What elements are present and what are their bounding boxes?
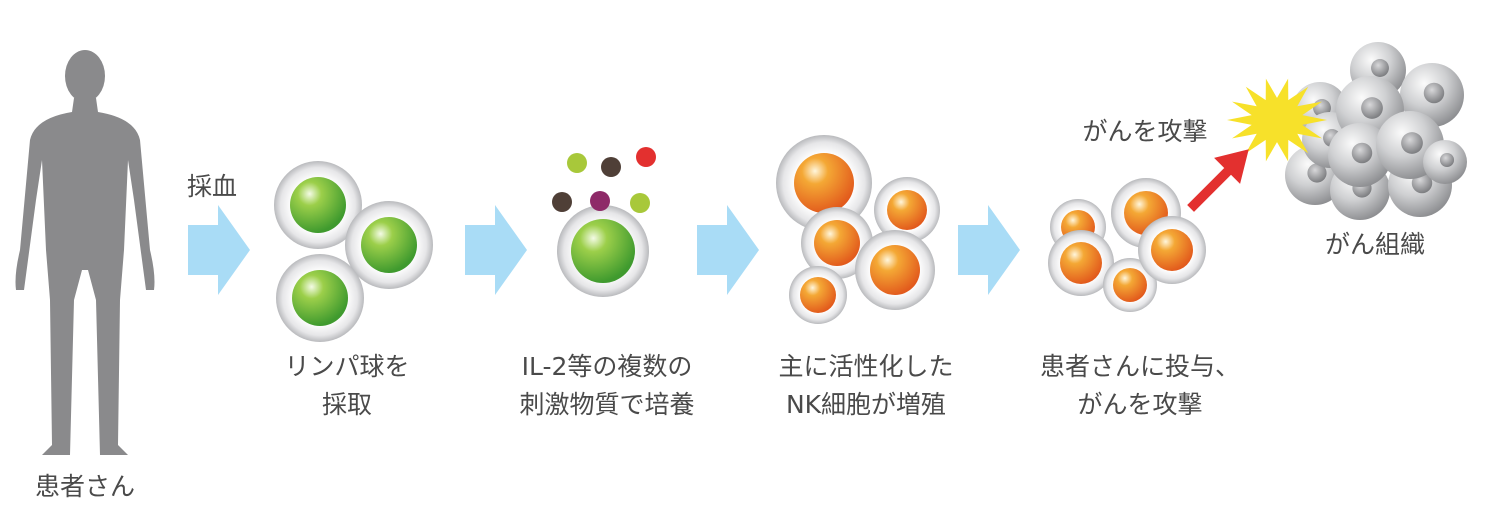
lymphocyte-cell xyxy=(276,254,364,342)
flow-arrow-icon-4 xyxy=(958,205,1020,295)
stimulant-dot xyxy=(590,191,610,211)
step3-label-line2: NK細胞が増殖 xyxy=(785,390,947,419)
stimulant-dot xyxy=(567,153,587,173)
attack-arrow-icon xyxy=(1187,149,1249,212)
stimulant-dot xyxy=(630,193,650,213)
stimulant-dot xyxy=(636,147,656,167)
lymphocyte-cell xyxy=(274,161,362,249)
nk-cell xyxy=(789,266,847,324)
administered-nk-cell xyxy=(1103,258,1157,312)
administered-nk-cell xyxy=(1048,230,1114,296)
flow-arrow-icon-2 xyxy=(465,205,527,295)
attack-label: がんを攻撃 xyxy=(1082,117,1208,146)
tumor-label: がん組織 xyxy=(1324,230,1426,259)
step2-label-line2: 刺激物質で培養 xyxy=(519,390,695,419)
nk-cell xyxy=(776,135,872,231)
step1-label-line2: 採取 xyxy=(321,390,373,419)
attack-starburst-icon xyxy=(1227,78,1327,162)
nk-cell xyxy=(801,207,873,279)
stimulant-dot xyxy=(601,157,621,177)
blood-draw-label: 採血 xyxy=(186,172,238,201)
flow-arrow-icon-1 xyxy=(188,205,250,295)
stimulant-dot xyxy=(552,192,572,212)
patient-silhouette-icon xyxy=(15,50,155,455)
step4-label-line1: 患者さんに投与、 xyxy=(1039,352,1241,381)
administered-nk-cell xyxy=(1138,216,1206,284)
cultured-lymphocyte-cell xyxy=(557,205,649,297)
patient-label: 患者さん xyxy=(34,472,136,501)
step4-label-line2: がんを攻撃 xyxy=(1077,390,1203,419)
step2-label-line1: IL-2等の複数の xyxy=(521,352,693,381)
nk-cell xyxy=(874,177,940,243)
step3-label-line1: 主に活性化した xyxy=(778,352,954,381)
step1-label-line1: リンパ球を xyxy=(284,352,410,381)
tumor-tissue-icon xyxy=(1285,42,1467,220)
lymphocyte-cell xyxy=(345,201,433,289)
nk-cell xyxy=(855,230,935,310)
flow-arrow-icon-3 xyxy=(697,205,759,295)
